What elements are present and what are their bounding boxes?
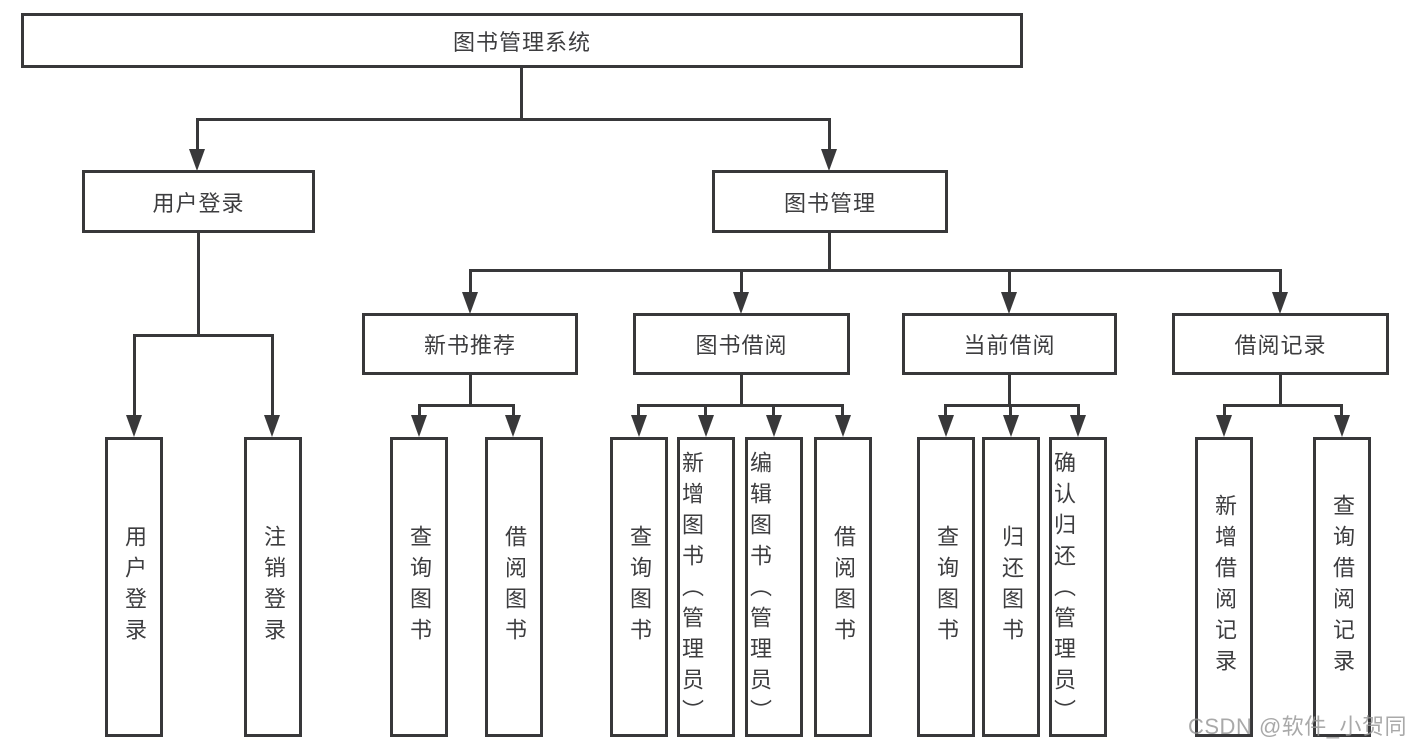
arrowhead-icon — [189, 149, 205, 171]
arrowhead-icon — [1003, 415, 1019, 437]
connector-line — [1279, 269, 1282, 295]
leaf-label: 新增图书（管理员） — [679, 451, 704, 730]
connector-line — [1077, 404, 1080, 418]
connector-line — [772, 404, 775, 418]
leaf-label: 借阅图书 — [831, 525, 856, 649]
arrowhead-icon — [264, 415, 280, 437]
leaf-add-books-admin: 新增图书（管理员） — [677, 437, 735, 737]
connector-line — [197, 233, 200, 336]
node-label: 图书借阅 — [695, 333, 788, 358]
node-label: 借阅记录 — [1234, 333, 1327, 358]
connector-line — [469, 269, 1282, 272]
arrowhead-icon — [733, 292, 749, 314]
node-root-library-management-system: 图书管理系统 — [21, 13, 1023, 68]
connector-line — [271, 334, 274, 416]
arrowhead-icon — [766, 415, 782, 437]
node-label: 用户登录 — [152, 190, 245, 216]
leaf-label: 确认归还（管理员） — [1051, 451, 1076, 730]
node-new-book-recommendation: 新书推荐 — [362, 313, 578, 375]
connector-line — [828, 233, 831, 272]
leaf-label: 用户登录 — [122, 525, 147, 649]
arrowhead-icon — [1334, 415, 1350, 437]
connector-line — [512, 404, 515, 418]
connector-line — [1223, 404, 1342, 407]
leaf-label: 注销登录 — [261, 525, 286, 649]
connector-line — [944, 404, 947, 418]
node-user-login: 用户登录 — [82, 170, 315, 233]
connector-line — [740, 269, 743, 295]
arrowhead-icon — [698, 415, 714, 437]
arrowhead-icon — [835, 415, 851, 437]
leaf-query-books: 查询图书 — [917, 437, 975, 737]
connector-line — [828, 118, 831, 152]
arrowhead-icon — [505, 415, 521, 437]
leaf-user-login: 用户登录 — [105, 437, 163, 737]
connector-line — [637, 404, 844, 407]
arrowhead-icon — [938, 415, 954, 437]
connector-line — [133, 334, 274, 337]
arrowhead-icon — [1070, 415, 1086, 437]
arrowhead-icon — [411, 415, 427, 437]
connector-line — [133, 334, 136, 416]
node-label: 图书管理 — [783, 190, 876, 216]
node-book-borrowing: 图书借阅 — [633, 313, 850, 375]
node-label: 当前借阅 — [963, 333, 1056, 358]
connector-line — [1009, 404, 1012, 418]
connector-line — [1223, 404, 1226, 418]
leaf-query-borrow-record: 查询借阅记录 — [1313, 437, 1371, 737]
leaf-logout: 注销登录 — [244, 437, 302, 737]
node-current-borrowing: 当前借阅 — [902, 313, 1117, 375]
connector-line — [469, 269, 472, 295]
leaf-borrow-books: 借阅图书 — [814, 437, 872, 737]
connector-line — [704, 404, 707, 418]
leaf-label: 借阅图书 — [502, 525, 527, 649]
arrowhead-icon — [821, 149, 837, 171]
arrowhead-icon — [1001, 292, 1017, 314]
connector-line — [196, 118, 199, 152]
leaf-borrow-books: 借阅图书 — [485, 437, 543, 737]
connector-line — [1008, 269, 1011, 295]
arrowhead-icon — [126, 415, 142, 437]
connector-line — [944, 404, 1080, 407]
leaf-query-books: 查询图书 — [610, 437, 668, 737]
node-label: 新书推荐 — [423, 333, 516, 358]
leaf-label: 归还图书 — [999, 525, 1024, 649]
connector-line — [520, 68, 523, 121]
leaf-label: 查询借阅记录 — [1330, 494, 1355, 680]
leaf-label: 查询图书 — [407, 525, 432, 649]
leaf-query-books: 查询图书 — [390, 437, 448, 737]
connector-line — [418, 404, 515, 407]
arrowhead-icon — [631, 415, 647, 437]
connector-line — [1340, 404, 1343, 418]
connector-line — [637, 404, 640, 418]
leaf-add-borrow-record: 新增借阅记录 — [1195, 437, 1253, 737]
connector-line — [196, 118, 831, 121]
connector-line — [740, 375, 743, 406]
node-label: 图书管理系统 — [452, 29, 591, 55]
connector-line — [841, 404, 844, 418]
arrowhead-icon — [1272, 292, 1288, 314]
leaf-edit-books-admin: 编辑图书（管理员） — [745, 437, 803, 737]
leaf-return-books: 归还图书 — [982, 437, 1040, 737]
arrowhead-icon — [1216, 415, 1232, 437]
node-borrowing-records: 借阅记录 — [1172, 313, 1389, 375]
connector-line — [469, 375, 472, 406]
leaf-confirm-return-admin: 确认归还（管理员） — [1049, 437, 1107, 737]
connector-line — [1279, 375, 1282, 406]
leaf-label: 查询图书 — [627, 525, 652, 649]
connector-line — [1008, 375, 1011, 406]
leaf-label: 查询图书 — [934, 525, 959, 649]
node-book-management: 图书管理 — [712, 170, 948, 233]
leaf-label: 新增借阅记录 — [1212, 494, 1237, 680]
connector-line — [418, 404, 421, 418]
arrowhead-icon — [462, 292, 478, 314]
csdn-watermark: CSDN @软件_小贺同学 — [1188, 714, 1405, 739]
leaf-label: 编辑图书（管理员） — [747, 451, 772, 730]
